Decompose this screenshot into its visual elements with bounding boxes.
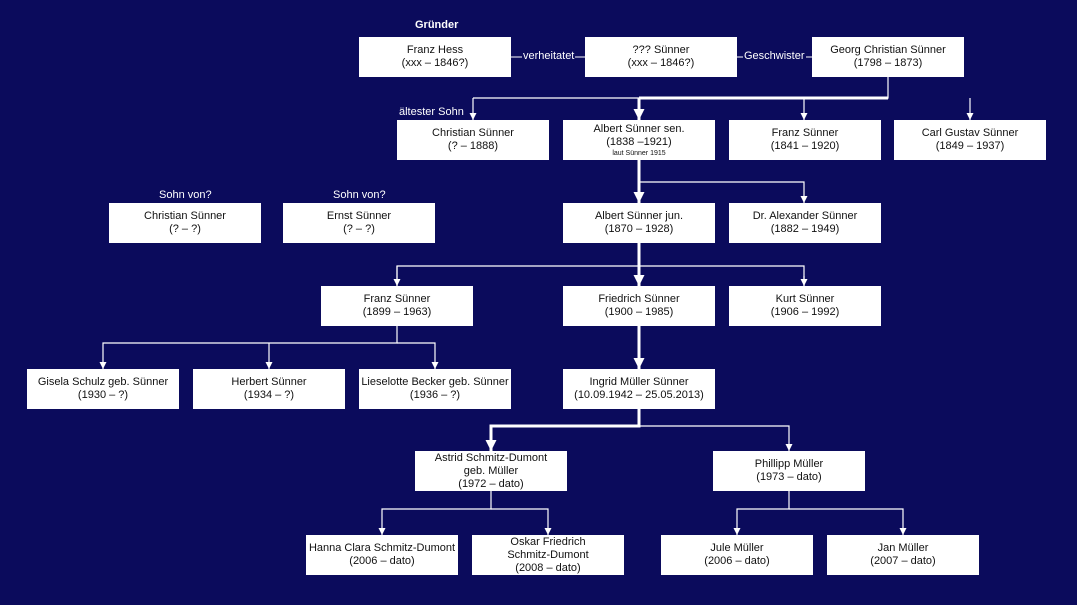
- person-franz-1841: Franz Sünner (1841 – 1920): [729, 120, 881, 160]
- person-dates: (1849 – 1937): [935, 140, 1005, 152]
- person-ingrid: Ingrid Müller Sünner (10.09.1942 – 25.05…: [563, 369, 715, 409]
- siblings-label: Geschwister: [743, 50, 806, 63]
- person-dates: (? – ?): [343, 223, 375, 235]
- person-gisela: Gisela Schulz geb. Sünner (1930 – ?): [27, 369, 179, 409]
- person-franz-1899: Franz Sünner (1899 – 1963): [321, 286, 473, 326]
- person-name: Herbert Sünner: [231, 376, 307, 388]
- married-label: verheitatet: [522, 50, 576, 63]
- person-friedrich: Friedrich Sünner (1900 – 1985): [563, 286, 715, 326]
- person-dates: (1934 – ?): [243, 389, 295, 401]
- albert-sen-children-connector: [633, 160, 808, 203]
- person-name: Franz Hess: [406, 44, 464, 56]
- person-name: Ernst Sünner: [326, 210, 392, 222]
- person-name-suffix: Schmitz-Dumont: [507, 548, 589, 561]
- person-jule: Jule Müller (2006 – dato): [661, 535, 813, 575]
- person-kurt: Kurt Sünner (1906 – 1992): [729, 286, 881, 326]
- person-dates: (1906 – 1992): [770, 306, 840, 318]
- person-oskar: Oskar Friedrich Schmitz-Dumont (2008 – d…: [472, 535, 624, 575]
- person-name: Georg Christian Sünner: [830, 44, 946, 56]
- ingrid-children-connector: [485, 409, 793, 451]
- person-dates: (xxx – 1846?): [627, 57, 695, 69]
- person-dates: (? – ?): [169, 223, 201, 235]
- person-dates: (? – 1888): [447, 140, 499, 152]
- person-dates: (10.09.1942 – 25.05.2013): [574, 389, 704, 401]
- person-note: laut Sünner 1915: [612, 149, 666, 157]
- person-dates: (1900 – 1985): [604, 306, 674, 318]
- person-christian-unknown: Christian Sünner (? – ?): [109, 203, 261, 243]
- person-name: Jule Müller: [710, 542, 764, 554]
- person-jan: Jan Müller (2007 – dato): [827, 535, 979, 575]
- albert-jun-children-connector: [393, 243, 808, 286]
- person-dates: (2008 – dato): [515, 561, 581, 574]
- person-dates: (1882 – 1949): [770, 223, 840, 235]
- person-dates: (2007 – dato): [870, 555, 936, 567]
- person-name: Carl Gustav Sünner: [921, 127, 1019, 139]
- person-carl-gustav: Carl Gustav Sünner (1849 – 1937): [894, 120, 1046, 160]
- phillipp-children-connector: [733, 491, 907, 535]
- person-name: Albert Sünner sen.: [593, 122, 685, 135]
- person-dates: (1973 – dato): [756, 471, 822, 483]
- person-dates: (1936 – ?): [409, 389, 461, 401]
- person-name: Friedrich Sünner: [598, 293, 680, 305]
- eldest-son-label: ältester Sohn: [399, 106, 464, 118]
- person-name: Franz Sünner: [771, 127, 839, 139]
- son-of-label-1: Sohn von?: [159, 189, 212, 201]
- astrid-children-connector: [378, 491, 552, 535]
- person-name: Hanna Clara Schmitz-Dumont: [308, 542, 456, 554]
- person-name: ??? Sünner: [632, 44, 690, 56]
- person-dates: (1972 – dato): [458, 477, 524, 490]
- person-name: Christian Sünner: [144, 210, 226, 222]
- person-name: Kurt Sünner: [775, 293, 835, 305]
- person-name: Phillipp Müller: [754, 458, 824, 470]
- person-name: Ingrid Müller Sünner: [589, 376, 689, 388]
- person-name: Astrid Schmitz-Dumont: [434, 451, 548, 464]
- person-astrid: Astrid Schmitz-Dumont geb. Müller (1972 …: [415, 451, 567, 491]
- person-dates: (1798 – 1873): [853, 57, 923, 69]
- person-albert-sen: Albert Sünner sen. (1838 –1921) laut Sün…: [563, 120, 715, 160]
- person-name: Oskar Friedrich: [510, 535, 586, 548]
- founder-label: Gründer: [415, 19, 459, 31]
- person-name: Albert Sünner jun.: [594, 210, 684, 222]
- person-alexander: Dr. Alexander Sünner (1882 – 1949): [729, 203, 881, 243]
- person-albert-jun: Albert Sünner jun. (1870 – 1928): [563, 203, 715, 243]
- person-dates: (1930 – ?): [77, 389, 129, 401]
- person-dates: (1870 – 1928): [604, 223, 674, 235]
- person-lieselotte: Lieselotte Becker geb. Sünner (1936 – ?): [359, 369, 511, 409]
- georg-children-connector: [469, 77, 974, 120]
- person-name: Gisela Schulz geb. Sünner: [37, 376, 169, 388]
- person-dates: (1838 –1921): [606, 135, 672, 148]
- franz-1899-children-connector: [99, 326, 439, 369]
- person-unknown-suenner: ??? Sünner (xxx – 1846?): [585, 37, 737, 77]
- person-franz-hess: Franz Hess (xxx – 1846?): [359, 37, 511, 77]
- person-dates: (1841 – 1920): [770, 140, 840, 152]
- person-name-suffix: geb. Müller: [463, 464, 519, 477]
- person-dates: (xxx – 1846?): [401, 57, 469, 69]
- person-name: Franz Sünner: [363, 293, 431, 305]
- person-name: Dr. Alexander Sünner: [752, 210, 858, 222]
- person-christian-1888: Christian Sünner (? – 1888): [397, 120, 549, 160]
- person-name: Christian Sünner: [432, 127, 514, 139]
- person-hanna: Hanna Clara Schmitz-Dumont (2006 – dato): [306, 535, 458, 575]
- son-of-label-2: Sohn von?: [333, 189, 386, 201]
- person-dates: (2006 – dato): [349, 555, 415, 567]
- person-dates: (2006 – dato): [704, 555, 770, 567]
- person-phillipp: Phillipp Müller (1973 – dato): [713, 451, 865, 491]
- person-name: Lieselotte Becker geb. Sünner: [361, 376, 509, 388]
- person-herbert: Herbert Sünner (1934 – ?): [193, 369, 345, 409]
- person-ernst: Ernst Sünner (? – ?): [283, 203, 435, 243]
- person-name: Jan Müller: [877, 542, 929, 554]
- person-dates: (1899 – 1963): [362, 306, 432, 318]
- person-georg-christian: Georg Christian Sünner (1798 – 1873): [812, 37, 964, 77]
